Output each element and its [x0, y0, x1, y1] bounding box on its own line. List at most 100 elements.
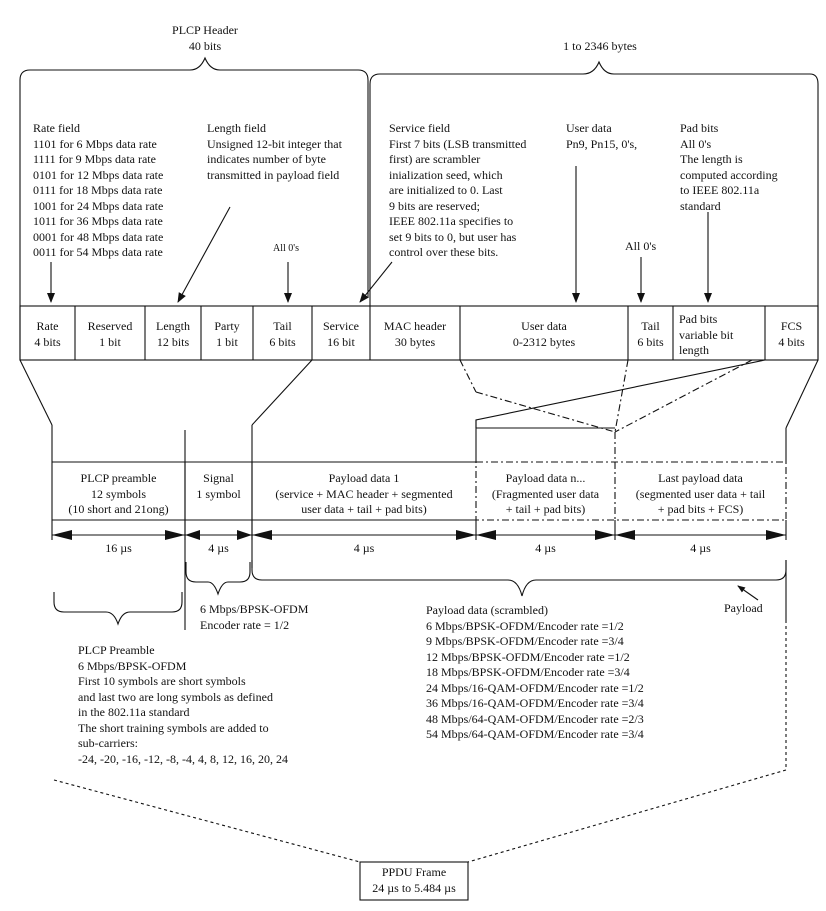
note-line: 6 Mbps/BPSK-OFDM — [200, 602, 309, 616]
tail2-zeros-annotation: All 0's — [625, 239, 657, 253]
field-size: 30 bytes — [394, 334, 436, 349]
field-tail-2: Tail 6 bits — [628, 319, 673, 350]
symbol-line: (segmented user data + tail — [635, 486, 766, 501]
payload-brace — [251, 560, 787, 597]
field-rate: Rate 4 bits — [20, 319, 75, 350]
field-fcs: FCS 4 bits — [765, 319, 818, 350]
symbol-payload-data-n: Payload data n... (Fragmented user data … — [476, 471, 615, 518]
note-line: First 10 symbols are short symbols — [78, 674, 246, 688]
note-line: 54 Mbps/64-QAM-OFDM/Encoder rate =3/4 — [426, 727, 644, 741]
duration-preamble: 16 µs — [105, 541, 132, 555]
field-name: Service — [323, 319, 359, 333]
annotation-line: Service field — [389, 121, 450, 135]
field-size: 1 bit — [216, 334, 238, 349]
annotation-line: First 7 bits (LSB transmitted — [389, 136, 527, 151]
symbol-line: (service + MAC header + segmented — [275, 486, 453, 501]
note-line: PLCP Preamble — [78, 643, 155, 657]
annotation-line: Unsigned 12-bit integer that — [207, 136, 342, 151]
field-name: Length — [156, 319, 190, 333]
symbol-payload-data-1: Payload data 1 (service + MAC header + s… — [252, 471, 476, 518]
symbol-line: 12 symbols — [90, 486, 146, 501]
note-line: 6 Mbps/BPSK-OFDM/Encoder rate =1/2 — [426, 618, 624, 633]
note-line: 9 Mbps/BPSK-OFDM/Encoder rate =3/4 — [426, 634, 624, 648]
field-size: 1 bit — [99, 334, 121, 349]
symbol-line: Payload data n... — [505, 471, 586, 485]
symbol-line: Payload data 1 — [328, 471, 400, 485]
field-name: Reserved — [87, 319, 133, 333]
annotation-line: Length field — [207, 121, 266, 135]
field-service: Service 16 bit — [312, 319, 370, 350]
signal-brace — [185, 562, 251, 596]
note-line: 48 Mbps/64-QAM-OFDM/Encoder rate =2/3 — [426, 711, 644, 726]
note-line: 12 Mbps/BPSK-OFDM/Encoder rate =1/2 — [426, 649, 630, 664]
annotation-line: 1011 for 36 Mbps data rate — [33, 214, 163, 228]
plcp-header-label: PLCP Header 40 bits — [150, 23, 260, 54]
annotation-line: 0101 for 12 Mbps data rate — [33, 167, 164, 182]
annotation-line: IEEE 802.11a specifies to — [389, 214, 514, 228]
field-size-extra: length — [679, 343, 709, 357]
symbol-line: Signal — [203, 471, 234, 485]
plcp-header-title: PLCP Header — [172, 23, 238, 37]
note-line: sub-carriers: — [78, 736, 138, 750]
payload-label: Payload — [724, 601, 763, 615]
payload-bytes-label: 1 to 2346 bytes — [563, 39, 637, 53]
field-size: 4 bits — [34, 334, 61, 349]
note-line: in the 802.11a standard — [78, 705, 190, 719]
annotation-line: 0001 for 48 Mbps data rate — [33, 229, 164, 244]
field-name: User data — [521, 319, 567, 333]
note-line: Payload data (scrambled) — [426, 603, 548, 617]
symbol-line: Last payload data — [658, 471, 743, 485]
pad-bits-annotation: Pad bits All 0's The length is computed … — [680, 121, 778, 214]
note-line: -24, -20, -16, -12, -8, -4, 4, 8, 12, 16… — [78, 751, 288, 766]
field-size: 6 bits — [637, 334, 664, 349]
payload-scrambled-note: Payload data (scrambled) 6 Mbps/BPSK-OFD… — [426, 603, 644, 743]
annotation-line: transmitted in payload field — [207, 167, 340, 182]
tail-zeros-annotation: All 0's — [273, 243, 299, 254]
annotation-line: Rate field — [33, 121, 80, 135]
annotation-line: 0011 for 54 Mbps data rate — [33, 245, 163, 259]
field-reserved: Reserved 1 bit — [75, 319, 145, 350]
note-line: and last two are long symbols as defined — [78, 689, 273, 704]
field-size: 16 bit — [327, 334, 355, 349]
annotation-line: Pn9, Pn15, 0's, — [566, 136, 638, 151]
duration-signal: 4 µs — [208, 541, 229, 555]
field-size: 4 bits — [778, 334, 805, 349]
symbol-line: + tail + pad bits) — [505, 502, 586, 516]
rate-field-annotation: Rate field 1101 for 6 Mbps data rate 111… — [33, 121, 163, 261]
field-row — [19, 305, 819, 361]
annotation-line: standard — [680, 198, 721, 213]
field-length: Length 12 bits — [145, 319, 201, 350]
duration-payload-1: 4 µs — [353, 541, 375, 555]
field-tail: Tail 6 bits — [253, 319, 312, 350]
annotation-line: set 9 bits to 0, but user has — [389, 229, 517, 244]
ppdu-frame-box — [359, 861, 469, 901]
annotation-line: The length is — [680, 152, 743, 166]
field-name: FCS — [780, 319, 803, 333]
annotation-line: control over these bits. — [389, 245, 499, 259]
annotation-line: 0111 for 18 Mbps data rate — [33, 183, 163, 197]
duration-last-payload: 4 µs — [690, 541, 711, 555]
annotation-line: All 0's — [680, 136, 712, 151]
field-user-data: User data 0-2312 bytes — [460, 319, 628, 350]
signal-note: 6 Mbps/BPSK-OFDM Encoder rate = 1/2 — [200, 602, 308, 633]
annotation-line: 1001 for 24 Mbps data rate — [33, 198, 164, 213]
symbol-line: PLCP preamble — [80, 471, 157, 485]
annotation-line: User data — [566, 121, 612, 135]
user-data-annotation: User data Pn9, Pn15, 0's, — [566, 121, 637, 152]
field-name: MAC header — [383, 319, 447, 333]
note-line: 6 Mbps/BPSK-OFDM — [78, 658, 187, 673]
symbol-last-payload-data: Last payload data (segmented user data +… — [615, 471, 786, 518]
ppdu-title: PPDU Frame — [381, 865, 447, 879]
payload-bytes-brace — [369, 60, 819, 92]
annotation-line: first) are scrambler — [389, 152, 481, 166]
annotation-line: inialization seed, which — [389, 167, 503, 182]
annotation-line: 1111 for 9 Mbps data rate — [33, 152, 156, 166]
note-line: 24 Mbps/16-QAM-OFDM/Encoder rate =1/2 — [426, 680, 644, 695]
field-name: Tail — [273, 319, 292, 333]
field-name: Tail — [641, 319, 660, 333]
symbol-line: (Fragmented user data — [491, 486, 600, 501]
symbol-plcp-preamble: PLCP preamble 12 symbols (10 short and 2… — [52, 471, 185, 518]
plcp-preamble-brace — [53, 592, 183, 626]
